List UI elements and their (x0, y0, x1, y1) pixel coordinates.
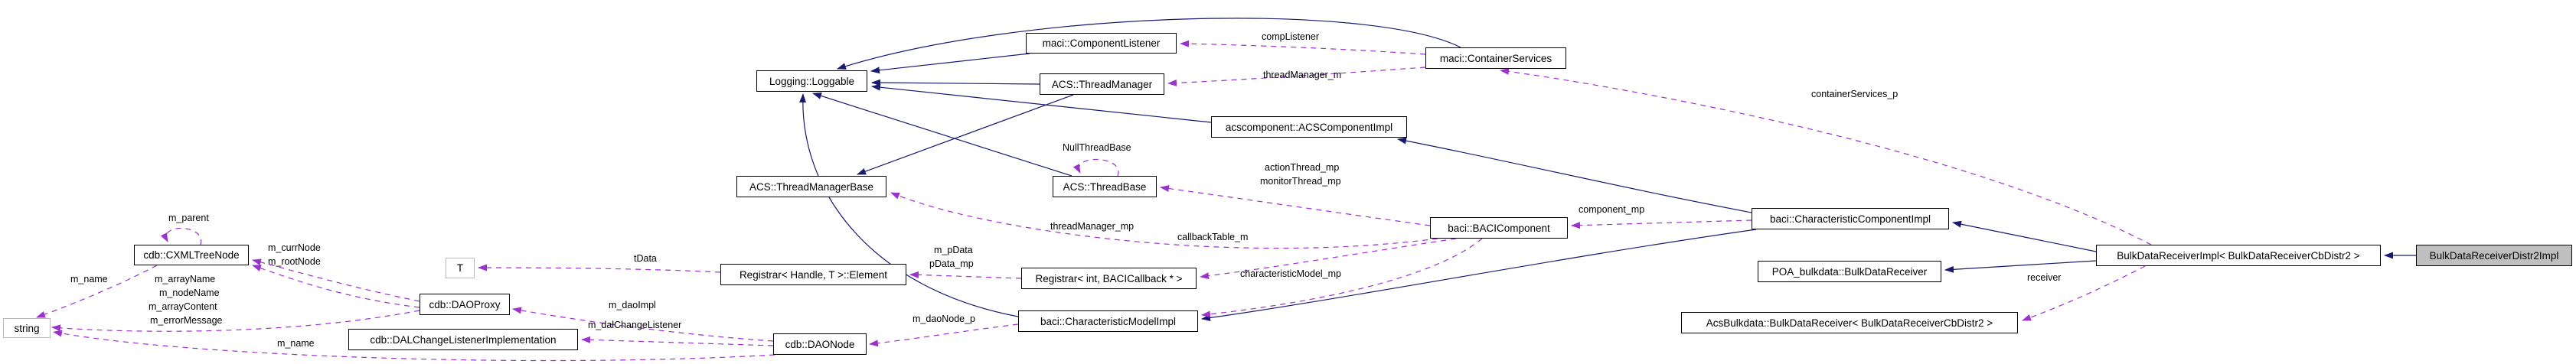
edge-use-threadManager_m (1167, 67, 1426, 86)
edge-label-use-NullThreadBase-0: NullThreadBase (1063, 142, 1131, 153)
edge-use-m_daoNode_p (869, 323, 1019, 347)
node-threadmanagerbase[interactable]: ACS::ThreadManagerBase (736, 176, 886, 197)
edge-label-use-m_arrayName-2: m_arrayContent (149, 301, 217, 312)
edge-inh-threadbase-loggable (812, 93, 1073, 177)
node-cxmltreenode[interactable]: cdb::CXMLTreeNode (134, 245, 249, 265)
edge-label-use-m_pData-1: pData_mp (929, 258, 974, 269)
edge-label-use-m_arrayName-0: m_arrayName (155, 274, 215, 284)
edge-use-m_rootNode-line (252, 265, 420, 308)
edge-use-threadManager_mp (890, 192, 1438, 249)
edge-label-use-callbackTable_m-0: callbackTable_m (1177, 232, 1248, 242)
edge-use-m_dalChangeListener (581, 336, 774, 346)
node-threadmanager[interactable]: ACS::ThreadManager (1040, 73, 1164, 95)
node-loggable[interactable]: Logging::Loggable (756, 70, 867, 92)
edge-inh-threadmanager-threadmanagerbase (857, 94, 1074, 175)
node-registrar_element[interactable]: Registrar< Handle, T >::Element (720, 264, 906, 285)
edge-label-use-containerServices_p-0: containerServices_p (1811, 89, 1898, 99)
edge-use-m_arrayName (51, 310, 420, 332)
edge-use-m_name-tree (36, 265, 158, 318)
node-acscomponentimpl[interactable]: acscomponent::ACSComponentImpl (1211, 116, 1407, 138)
edge-label-use-compListener-0: compListener (1262, 31, 1319, 42)
edge-inh-componentlistener-loggable (870, 53, 1030, 74)
node-charmodelimpl[interactable]: baci::CharacteristicModelImpl (1018, 310, 1198, 332)
node-distr2impl[interactable]: BulkDataReceiverDistr2Impl (2416, 245, 2572, 266)
edge-label-use-m_dalChangeListener-0: m_dalChangeListener (588, 320, 681, 330)
node-charcompimpl[interactable]: baci::CharacteristicComponentImpl (1752, 208, 1949, 229)
edge-inh-charmodelimpl-loggable (799, 93, 1019, 317)
node-bacicomponent[interactable]: baci::BACIComponent (1430, 217, 1568, 239)
edge-label-use-m_pData-0: m_pData (934, 245, 973, 255)
node-acsbulkdata[interactable]: AcsBulkdata::BulkDataReceiver< BulkDataR… (1681, 312, 2018, 333)
edge-label-use-actionThread_mp-1: monitorThread_mp (1260, 176, 1341, 187)
edge-use-m_currNode (252, 258, 420, 302)
edge-label-use-threadManager_m-0: threadManager_m (1263, 70, 1341, 80)
edge-use-m_name-daonode (53, 330, 775, 362)
edge-use-callbackTable_m (1200, 238, 1457, 280)
edge-label-use-m_parent-0: m_parent (168, 213, 209, 223)
edge-label-use-m_name-tree-0: m_name (70, 274, 108, 284)
edge-inh-bdrimpl-charcompimpl (1952, 220, 2097, 252)
edge-inh-charcompimpl-acscomponentimpl (1397, 137, 1752, 213)
node-poa[interactable]: POA_bulkdata::BulkDataReceiver (1758, 261, 1941, 282)
edge-inh-threadmanager-loggable (871, 79, 1040, 86)
node-string[interactable]: string (3, 318, 51, 338)
edge-label-use-threadManager_mp-0: threadManager_mp (1050, 221, 1134, 232)
edge-use-component_mp (1571, 219, 1752, 229)
node-t[interactable]: T (446, 258, 475, 278)
node-registrar_int[interactable]: Registrar< int, BACICallback * > (1021, 268, 1197, 289)
edge-label-use-actionThread_mp-0: actionThread_mp (1265, 162, 1339, 173)
edge-use-characteristicModel_mp (1201, 238, 1483, 318)
edge-inh-charcompimpl-charmodelimpl (1201, 229, 1757, 321)
edge-use-containerServices_p (1500, 67, 2152, 245)
edge-use-m_pData (909, 271, 1022, 279)
edge-inh-bdrimpl-poa (1944, 260, 2097, 273)
node-componentlistener[interactable]: maci::ComponentListener (1026, 33, 1177, 54)
edge-use-receiver (2022, 265, 2146, 321)
edge-use-m_parent (160, 227, 202, 245)
node-threadbase[interactable]: ACS::ThreadBase (1053, 176, 1157, 197)
edge-inh-acscomponentimpl-loggable (871, 83, 1212, 123)
edge-label-use-tData-0: tData (634, 253, 657, 264)
node-daonode[interactable]: cdb::DAONode (773, 333, 867, 355)
node-containerservices[interactable]: maci::ContainerServices (1425, 47, 1566, 69)
edge-use-m_daoImpl (512, 307, 774, 342)
edge-use-tData (478, 264, 721, 273)
edge-label-use-m_arrayName-3: m_errorMessage (150, 315, 223, 326)
node-daoproxy[interactable]: cdb::DAOProxy (420, 294, 510, 315)
edge-label-use-m_currNode-0: m_currNode (268, 242, 321, 253)
edge-use-actionThread_mp (1160, 185, 1431, 226)
edge-use-compListener (1180, 40, 1426, 55)
edge-label-use-component_mp-0: component_mp (1579, 204, 1644, 215)
edge-label-use-m_currNode-1: m_rootNode (268, 256, 321, 267)
edge-label-use-m_daoImpl-0: m_daoImpl (609, 300, 656, 310)
edge-use-NullThreadBase (1073, 158, 1119, 177)
node-bdrimpl[interactable]: BulkDataReceiverImpl< BulkDataReceiverCb… (2096, 245, 2381, 266)
edge-label-use-characteristicModel_mp-0: characteristicModel_mp (1240, 268, 1341, 279)
node-dalchange[interactable]: cdb::DALChangeListenerImplementation (348, 329, 578, 350)
edge-inh-containerservices-loggable (837, 18, 1461, 70)
edge-label-use-m_daoNode_p-0: m_daoNode_p (913, 314, 975, 324)
edge-label-use-m_name-daonode-0: m_name (277, 338, 315, 349)
edge-label-use-m_arrayName-1: m_nodeName (159, 288, 220, 298)
edge-label-use-receiver-0: receiver (2027, 272, 2061, 283)
